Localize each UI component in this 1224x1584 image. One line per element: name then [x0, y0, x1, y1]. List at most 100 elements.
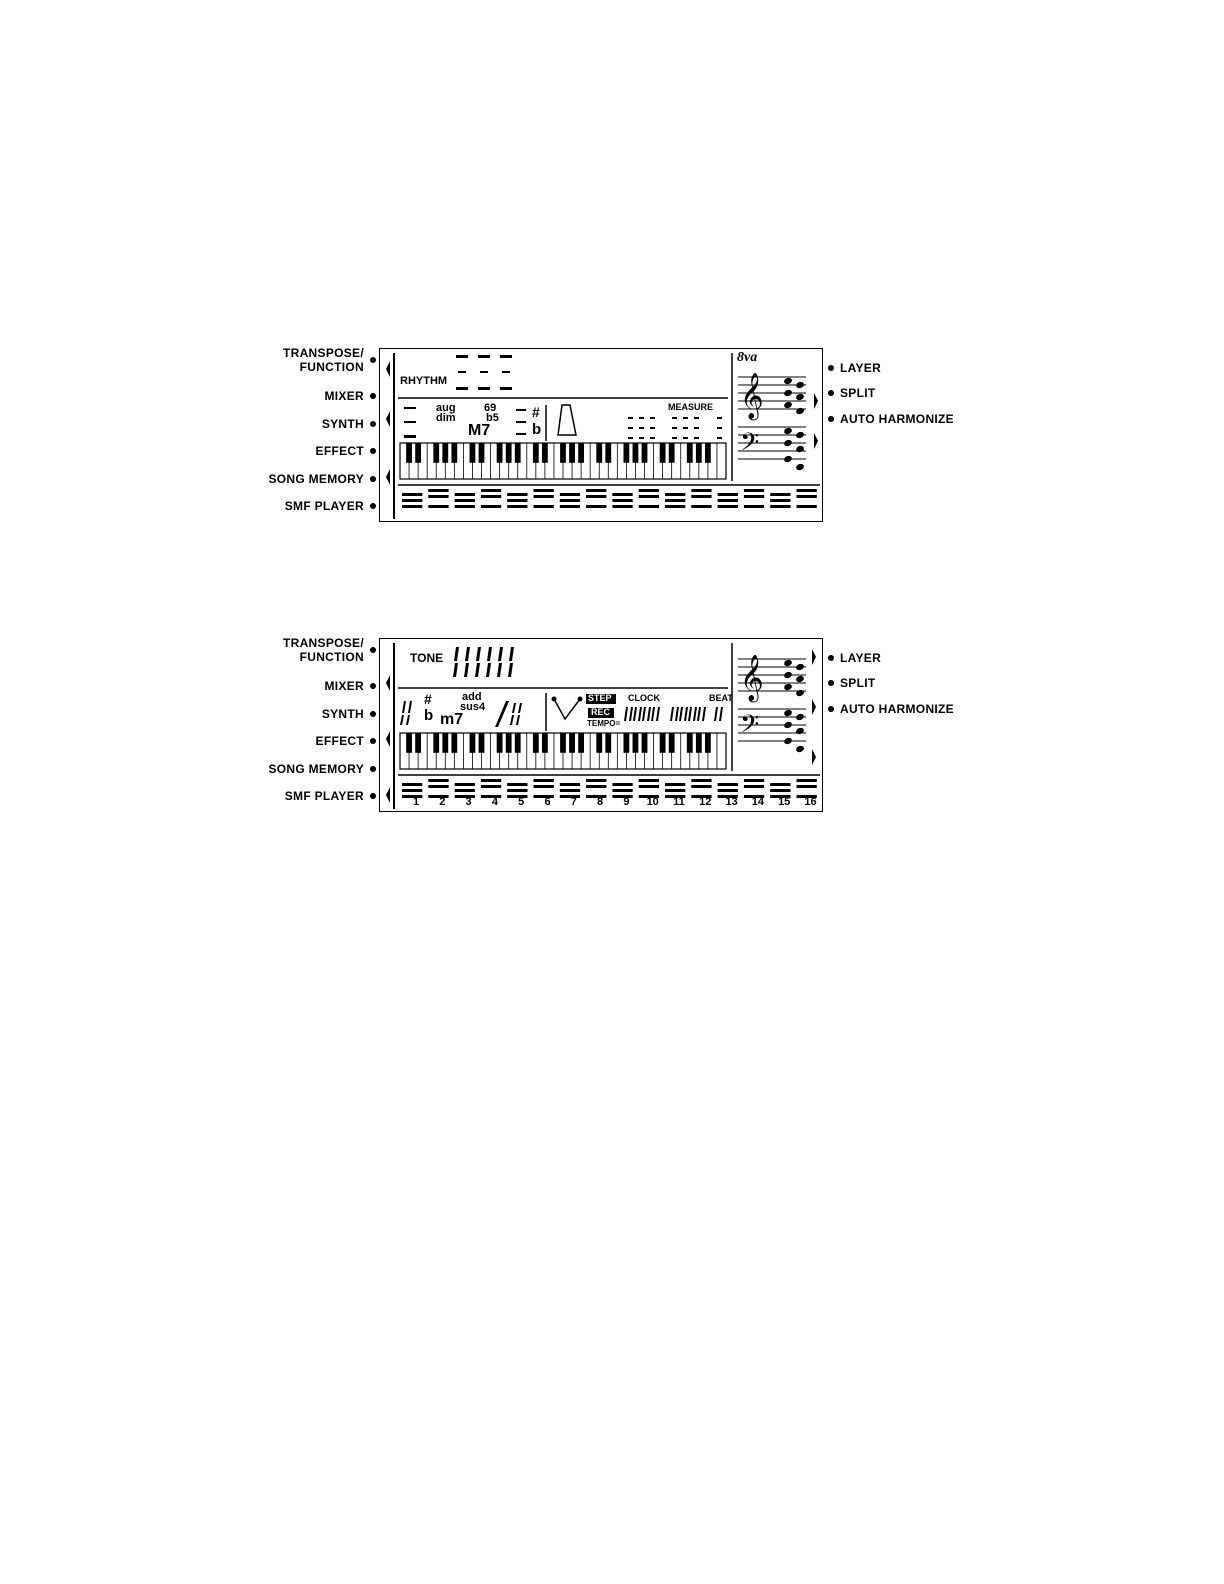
- segment-digit: [656, 707, 660, 721]
- black-key: [560, 443, 566, 463]
- note-head: [796, 727, 804, 735]
- track-bar-mid: [665, 789, 686, 792]
- indicator-dot: [828, 654, 834, 661]
- track-bar-top: [743, 489, 765, 492]
- track-bar-top: [480, 489, 502, 492]
- note-head: [784, 709, 792, 717]
- track-bar-mid: [665, 499, 686, 502]
- beat-label: BEAT: [709, 693, 733, 703]
- track-bar-mid: [770, 499, 791, 502]
- black-key: [541, 733, 548, 753]
- black-key: [641, 733, 648, 753]
- track-bar-top: [454, 493, 475, 496]
- track-number: 11: [673, 796, 685, 808]
- lcd-screen: 𝄞𝄢 TONE # b add sus4 m7 STEP REC TEMPO= …: [379, 638, 823, 812]
- track-bar-bottom: [638, 505, 659, 508]
- lcd-screen: 𝄞𝄢 RHYTHM aug dim 69 b5 M7 # b MEASURE 8…: [379, 348, 823, 522]
- music-staff: 𝄞𝄢: [738, 655, 806, 753]
- black-key: [569, 443, 575, 463]
- chord-m7: M7: [468, 422, 491, 439]
- lcd-graphics: 𝄞𝄢: [386, 643, 820, 809]
- note-head: [784, 427, 792, 435]
- segment-digit: [675, 707, 679, 721]
- track-number: 9: [623, 796, 630, 808]
- segment-digit: [624, 707, 628, 721]
- label-song-memory: SONG MEMORY: [268, 761, 376, 776]
- track-number: 12: [699, 796, 712, 808]
- track-bar-top: [612, 783, 633, 786]
- label-smf-player: SMF PLAYER: [285, 498, 376, 513]
- black-key: [704, 443, 711, 463]
- lcd-diagram-2: TRANSPOSE/ FUNCTION MIXER SYNTH EFFECT S…: [0, 630, 1224, 830]
- note-head: [796, 431, 804, 439]
- step-badge: [586, 694, 616, 704]
- track-bar-mid: [796, 495, 817, 498]
- sharp-symbol: #: [532, 404, 540, 420]
- track-number: 5: [518, 796, 525, 808]
- segment-digit: [647, 707, 651, 721]
- note-head: [796, 407, 804, 415]
- track-bar-bottom: [507, 795, 528, 798]
- track-bar-mid: [717, 499, 738, 502]
- track-bar-top: [402, 493, 423, 496]
- left-arrow-icon: [386, 787, 390, 803]
- left-arrow-icon: [386, 675, 390, 691]
- track-bar-bottom: [691, 505, 712, 508]
- black-key: [605, 733, 612, 753]
- black-key: [596, 733, 603, 753]
- segment-digit: [670, 707, 674, 721]
- label-split: SPLIT: [828, 675, 876, 690]
- segment-digit: [453, 663, 458, 677]
- chord-aug: aug: [436, 402, 456, 414]
- label-layer: LAYER: [828, 360, 881, 375]
- black-key: [569, 733, 575, 753]
- rec-label: REC: [591, 707, 611, 717]
- track-bar-bottom: [428, 505, 449, 508]
- black-key: [596, 443, 603, 463]
- bass-clef-icon: 𝄢: [740, 710, 759, 745]
- clock-label: CLOCK: [628, 693, 660, 703]
- black-key: [451, 733, 458, 753]
- black-key: [514, 733, 521, 753]
- left-button-labels: TRANSPOSE/ FUNCTION MIXER SYNTH EFFECT S…: [0, 340, 376, 540]
- track-bar-mid: [533, 495, 554, 498]
- track-bar-bottom: [480, 505, 502, 508]
- black-key: [659, 733, 666, 753]
- track-number: 14: [751, 796, 765, 808]
- track-bar-mid: [691, 785, 712, 788]
- tone-digits: [453, 647, 514, 677]
- label-transpose-function: TRANSPOSE/ FUNCTION: [274, 636, 376, 664]
- track-bar-bottom: [559, 505, 581, 508]
- label-synth: SYNTH: [322, 706, 376, 721]
- track-bar-mid: [559, 499, 581, 502]
- measure-label: MEASURE: [668, 402, 714, 412]
- black-key: [496, 443, 503, 463]
- track-bar-top: [507, 783, 528, 786]
- black-key: [668, 443, 675, 463]
- track-bar-bottom: [638, 795, 659, 798]
- indicator-dot: [370, 392, 376, 399]
- track-bar-mid: [796, 785, 817, 788]
- rhythm-label: RHYTHM: [400, 375, 448, 387]
- black-key: [632, 733, 639, 753]
- black-key: [514, 443, 521, 463]
- track-bar-mid: [428, 785, 449, 788]
- black-key: [605, 443, 612, 463]
- track-bar-top: [770, 493, 791, 496]
- black-key: [505, 733, 512, 753]
- track-bar-mid: [454, 789, 475, 792]
- track-bar-top: [559, 493, 581, 496]
- flat-symbol: b: [424, 707, 434, 724]
- track-bar-top: [717, 493, 738, 496]
- label-mixer: MIXER: [324, 388, 376, 403]
- black-key: [415, 443, 422, 463]
- track-bar-bottom: [665, 505, 686, 508]
- note-head: [796, 689, 804, 697]
- indicator-dot: [370, 792, 376, 799]
- note-head: [784, 721, 792, 729]
- black-key: [641, 443, 648, 463]
- black-key: [442, 733, 449, 753]
- track-bar-bottom: [533, 505, 554, 508]
- black-key: [668, 733, 675, 753]
- track-bar-top: [796, 779, 817, 782]
